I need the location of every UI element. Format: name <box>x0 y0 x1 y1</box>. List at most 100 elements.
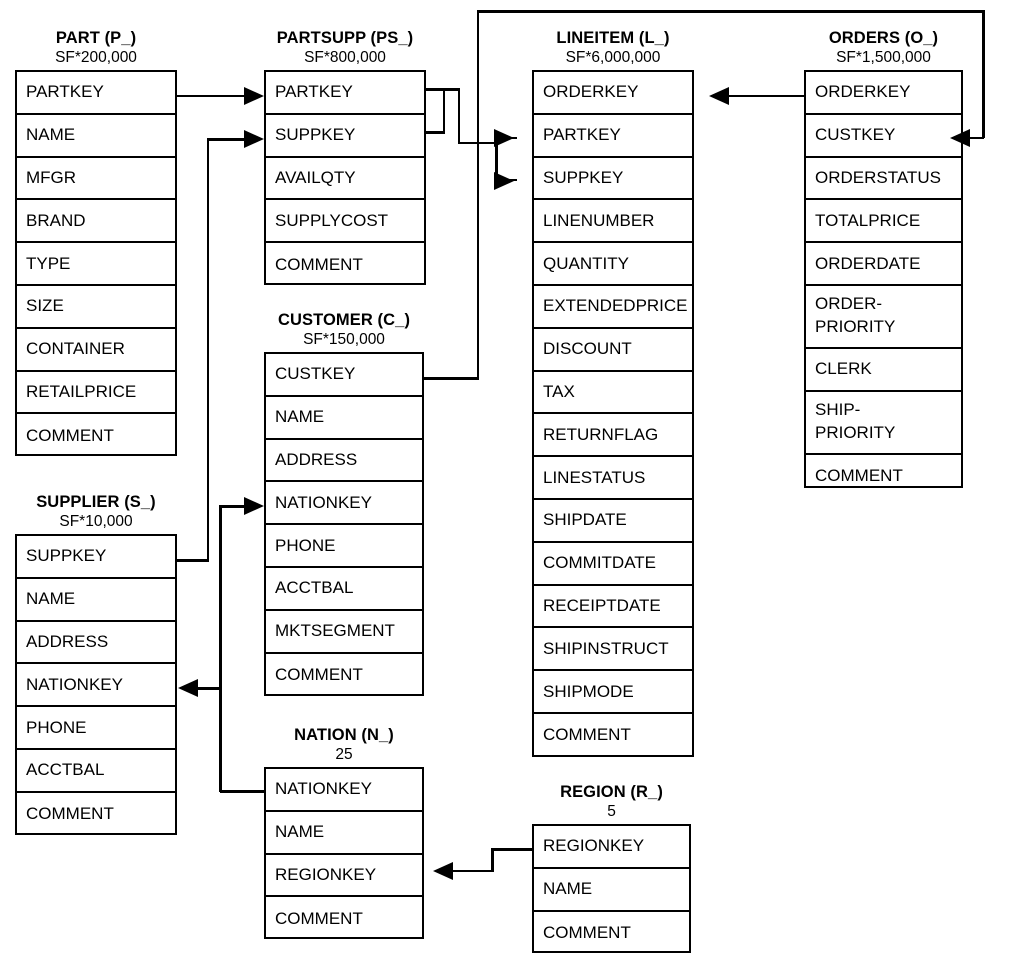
arrow-customer-orders <box>950 129 970 147</box>
connector-supplier-partsupp-vertical <box>206 138 209 561</box>
field-lineitem-linestatus: LINESTATUS <box>534 457 692 500</box>
entity-orders-title: ORDERS (O_) <box>828 29 939 47</box>
entity-lineitem-fields: ORDERKEY PARTKEY SUPPKEY LINENUMBER QUAN… <box>532 70 694 757</box>
field-customer-mktsegment: MKTSEGMENT <box>266 611 422 654</box>
entity-nation-title: NATION (N_) <box>294 726 394 744</box>
field-orders-orderstatus: ORDERSTATUS <box>806 158 961 201</box>
connector-partsupp-partkey-tip <box>495 136 517 139</box>
entity-supplier-fields: SUPPKEY NAME ADDRESS NATIONKEY PHONE ACC… <box>15 534 177 835</box>
connector-nation-customer-riser <box>219 505 222 792</box>
entity-supplier-title: SUPPLIER (S_) <box>36 493 156 511</box>
entity-nation: NATION (N_) 25 NATIONKEY NAME REGIONKEY … <box>264 725 424 939</box>
field-part-name: NAME <box>17 115 175 158</box>
connector-partsupp-suppkey-drop <box>495 144 498 181</box>
field-orders-totalprice: TOTALPRICE <box>806 200 961 244</box>
connector-customer-orders-riser <box>476 10 479 379</box>
entity-partsupp-cardinality: SF*800,000 <box>304 49 386 66</box>
field-supplier-suppkey: SUPPKEY <box>17 536 175 579</box>
field-lineitem-partkey: PARTKEY <box>534 115 692 158</box>
field-nation-name: NAME <box>266 812 422 855</box>
field-customer-address: ADDRESS <box>266 440 422 483</box>
entity-region: REGION (R_) 5 REGIONKEY NAME COMMENT <box>532 782 691 953</box>
field-lineitem-discount: DISCOUNT <box>534 329 692 372</box>
field-orders-comment: COMMENT <box>815 466 903 486</box>
field-supplier-phone: PHONE <box>17 707 175 750</box>
field-lineitem-extendedprice: EXTENDEDPRICE <box>534 286 692 329</box>
field-lineitem-receiptdate: RECEIPTDATE <box>534 586 692 629</box>
connector-supplier-partsupp-entry <box>206 138 247 141</box>
entity-part-title: PART (P_) <box>55 29 137 47</box>
entity-partsupp-title: PARTSUPP (PS_) <box>276 29 414 47</box>
entity-customer-fields: CUSTKEY NAME ADDRESS NATIONKEY PHONE ACC… <box>264 352 424 696</box>
field-partsupp-supplycost: SUPPLYCOST <box>266 200 424 244</box>
entity-nation-cardinality: 25 <box>335 746 353 763</box>
connector-customer-orders-top <box>476 10 985 13</box>
connector-part-partsupp <box>177 94 246 97</box>
entity-supplier-cardinality: SF*10,000 <box>59 513 133 530</box>
connector-region-regionkey-stub <box>491 848 534 851</box>
connector-orders-lineitem <box>728 94 804 97</box>
field-lineitem-shipinstruct: SHIPINSTRUCT <box>534 628 692 672</box>
field-orders-shippriority: SHIP- PRIORITY <box>806 392 961 455</box>
entity-customer-cardinality: SF*150,000 <box>303 331 385 348</box>
field-customer-acctbal: ACCTBAL <box>266 568 422 611</box>
field-orders-orderkey: ORDERKEY <box>806 72 961 115</box>
entity-lineitem: LINEITEM (L_) SF*6,000,000 ORDERKEY PART… <box>532 28 694 757</box>
field-region-comment: COMMENT <box>543 922 631 942</box>
entity-customer: CUSTOMER (C_) SF*150,000 CUSTKEY NAME AD… <box>264 310 424 696</box>
entity-customer-title: CUSTOMER (C_) <box>277 311 411 329</box>
field-nation-regionkey: REGIONKEY <box>266 855 422 898</box>
entity-part-cardinality: SF*200,000 <box>55 49 137 66</box>
connector-nation-supplier-run <box>197 687 221 690</box>
field-partsupp-comment: COMMENT <box>275 254 363 274</box>
entity-region-cardinality: 5 <box>607 803 616 820</box>
connector-customer-custkey-stub <box>424 377 479 380</box>
field-orders-orderpriority: ORDER- PRIORITY <box>806 286 961 349</box>
arrow-region-nation <box>433 862 453 880</box>
field-lineitem-comment: COMMENT <box>543 725 631 745</box>
field-supplier-comment: COMMENT <box>26 804 114 824</box>
field-region-name: NAME <box>534 869 689 912</box>
field-nation-comment: COMMENT <box>275 908 363 928</box>
field-orders-custkey: CUSTKEY <box>806 115 961 158</box>
field-part-container: CONTAINER <box>17 329 175 372</box>
field-part-mfgr: MFGR <box>17 158 175 201</box>
field-lineitem-shipdate: SHIPDATE <box>534 500 692 543</box>
field-orders-shippriority-line2: PRIORITY <box>815 422 896 442</box>
connector-partsupp-suppkey-riser <box>442 88 445 133</box>
field-lineitem-commitdate: COMMITDATE <box>534 543 692 586</box>
field-customer-phone: PHONE <box>266 525 422 568</box>
field-supplier-address: ADDRESS <box>17 622 175 665</box>
entity-orders: ORDERS (O_) SF*1,500,000 ORDERKEY CUSTKE… <box>804 28 963 488</box>
arrow-orders-lineitem <box>709 86 729 105</box>
entity-lineitem-title: LINEITEM (L_) <box>556 29 670 47</box>
field-lineitem-quantity: QUANTITY <box>534 243 692 286</box>
field-lineitem-tax: TAX <box>534 372 692 415</box>
field-partsupp-suppkey: SUPPKEY <box>266 115 424 158</box>
connector-region-nation-run <box>452 869 493 872</box>
field-lineitem-shipmode: SHIPMODE <box>534 671 692 714</box>
field-part-comment: COMMENT <box>26 425 114 445</box>
field-supplier-nationkey: NATIONKEY <box>17 664 175 708</box>
entity-region-title: REGION (R_) <box>560 783 663 801</box>
entity-orders-fields: ORDERKEY CUSTKEY ORDERSTATUS TOTALPRICE … <box>804 70 963 488</box>
entity-region-fields: REGIONKEY NAME COMMENT <box>532 824 691 953</box>
connector-customer-orders-tip <box>969 136 984 139</box>
arrow-part-partsupp <box>244 86 264 105</box>
connector-customer-orders-descender <box>982 10 985 138</box>
arrow-nation-customer <box>244 497 264 515</box>
connector-partsupp-partkey-drop <box>457 88 460 144</box>
entity-nation-fields: NATIONKEY NAME REGIONKEY COMMENT <box>264 767 424 939</box>
field-part-partkey: PARTKEY <box>17 72 175 115</box>
field-orders-orderpriority-line1: ORDER- <box>815 293 883 313</box>
field-part-size: SIZE <box>17 286 175 329</box>
entity-orders-cardinality: SF*1,500,000 <box>836 49 931 66</box>
field-partsupp-availqty: AVAILQTY <box>266 158 424 201</box>
entity-supplier: SUPPLIER (S_) SF*10,000 SUPPKEY NAME ADD… <box>15 492 177 835</box>
field-customer-comment: COMMENT <box>275 664 363 684</box>
connector-region-nation-drop <box>491 848 494 872</box>
entity-partsupp: PARTSUPP (PS_) SF*800,000 PARTKEY SUPPKE… <box>264 28 426 285</box>
field-lineitem-linenumber: LINENUMBER <box>534 200 692 244</box>
field-orders-shippriority-line1: SHIP- <box>815 399 861 419</box>
